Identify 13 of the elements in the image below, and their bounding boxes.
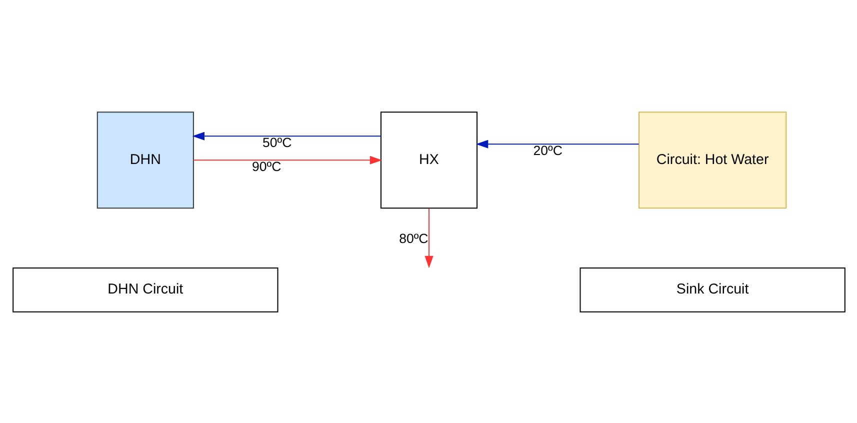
arrow: [475, 139, 638, 148]
node-box: DHN Circuit: [12, 266, 278, 312]
node-box: Circuit: Hot Water: [638, 111, 786, 208]
edge-label: 20ºC: [532, 142, 562, 158]
edge-label: 80ºC: [398, 230, 428, 246]
arrow: [424, 208, 433, 268]
edge-label: 50ºC: [262, 134, 292, 150]
node-box: DHN: [96, 111, 194, 208]
arrow: [192, 131, 380, 140]
node-box: HX: [380, 111, 478, 208]
node-box: Sink Circuit: [579, 266, 845, 312]
edge-label: 90ºC: [252, 158, 281, 174]
arrow: [193, 155, 382, 164]
